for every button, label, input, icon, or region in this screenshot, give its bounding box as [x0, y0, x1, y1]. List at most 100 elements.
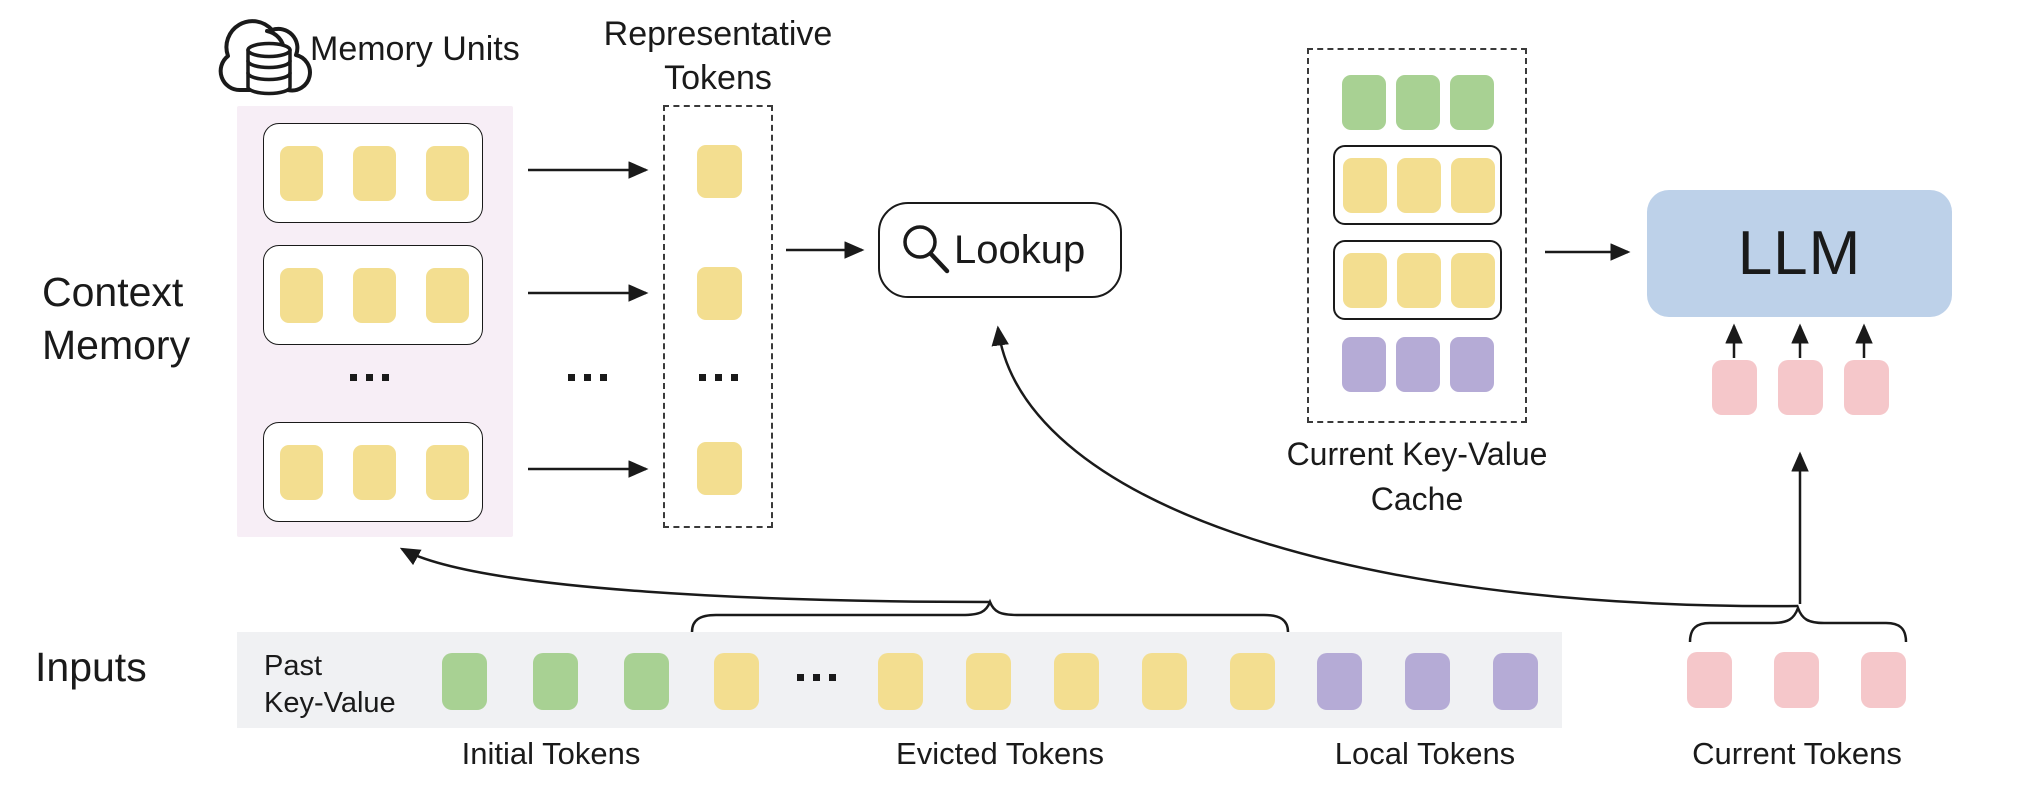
ellipsis-dot — [715, 374, 722, 381]
llm-input-tokens — [1712, 360, 1889, 415]
kv-token — [697, 442, 742, 495]
kv-token — [1230, 653, 1275, 710]
kv-token — [1397, 157, 1441, 213]
ellipsis-dot — [731, 374, 738, 381]
kv-token — [1343, 157, 1387, 213]
kv-token — [1778, 360, 1823, 415]
kv-token — [1405, 653, 1450, 710]
kv-token — [1054, 653, 1099, 710]
ellipsis-dot — [584, 374, 591, 381]
representative-tokens-box — [663, 105, 773, 528]
cache-unit-box-1 — [1333, 145, 1502, 225]
evicted-tokens-label: Evicted Tokens — [896, 736, 1104, 771]
kv-token — [1844, 360, 1889, 415]
kv-token — [697, 145, 742, 198]
kv-token — [442, 653, 487, 710]
kv-token — [714, 653, 759, 710]
inputs-label: Inputs — [35, 644, 147, 690]
past-kv-line1: Past — [264, 650, 323, 682]
kv-token — [280, 267, 323, 323]
kv-token — [353, 267, 396, 323]
evicted-tokens-brace — [690, 598, 1290, 633]
kv-token — [1342, 75, 1386, 130]
cache-label-line1: Current Key-Value — [1286, 436, 1548, 472]
lookup-label: Lookup — [954, 227, 1086, 272]
ellipsis-dot — [366, 374, 373, 381]
kv-token — [1397, 252, 1441, 308]
representative-tokens-line1: Representative — [603, 15, 833, 53]
kv-token — [426, 267, 469, 323]
kv-token — [1774, 652, 1819, 708]
kv-token — [426, 145, 469, 201]
ellipsis-dot — [813, 674, 820, 681]
kv-token — [1450, 337, 1494, 392]
ellipsis-dot — [350, 374, 357, 381]
cache-label-line2: Cache — [1370, 481, 1464, 517]
ellipsis-dot — [568, 374, 575, 381]
representative-ellipsis — [699, 374, 738, 381]
cloud-database-icon — [218, 19, 312, 96]
kv-token — [1451, 157, 1495, 213]
representative-tokens-line2: Tokens — [664, 59, 772, 97]
ellipsis-dot — [797, 674, 804, 681]
llm-label: LLM — [1737, 219, 1862, 288]
context-memory-line2: Memory — [42, 322, 191, 368]
evicted-tokens-group — [878, 653, 1275, 710]
kv-token — [1687, 652, 1732, 708]
kv-token — [426, 444, 469, 500]
representative-tokens-heading: Representative Tokens — [558, 12, 878, 100]
current-kv-cache-label: Current Key-Value Cache — [1237, 432, 1597, 522]
ellipsis-dot — [829, 674, 836, 681]
kv-token — [1493, 653, 1538, 710]
memory-unit-box-3 — [263, 422, 483, 522]
kv-token — [1317, 653, 1362, 710]
local-tokens-label: Local Tokens — [1334, 736, 1516, 771]
kv-token — [1396, 337, 1440, 392]
kv-token — [1451, 252, 1495, 308]
current-tokens-label: Current Tokens — [1692, 736, 1902, 771]
kv-token — [1142, 653, 1187, 710]
between-columns-ellipsis — [568, 374, 607, 381]
kv-token — [697, 267, 742, 320]
initial-tokens-label: Initial Tokens — [461, 736, 641, 771]
arrow-evicted-to-context-memory — [399, 547, 991, 604]
cache-unit-box-2 — [1333, 240, 1502, 320]
kv-token — [1712, 360, 1757, 415]
local-tokens-group — [1317, 653, 1538, 710]
current-tokens-group — [1687, 652, 1906, 708]
kv-token — [1342, 337, 1386, 392]
kv-token — [1343, 252, 1387, 308]
kv-token — [353, 145, 396, 201]
evicted-token-first — [714, 653, 759, 710]
llm-box: LLM — [1647, 190, 1952, 317]
kv-token — [280, 444, 323, 500]
memory-units-ellipsis — [350, 374, 389, 381]
ellipsis-dot — [382, 374, 389, 381]
evicted-ellipsis — [797, 674, 836, 681]
context-memory-line1: Context — [42, 269, 184, 315]
past-key-value-label: Past Key-Value — [264, 648, 396, 722]
kv-token — [624, 653, 669, 710]
cache-purple-row — [1342, 337, 1494, 392]
database-body — [246, 48, 292, 96]
kv-token — [878, 653, 923, 710]
kv-token — [1450, 75, 1494, 130]
past-kv-line2: Key-Value — [264, 687, 396, 719]
kv-token — [1396, 75, 1440, 130]
kv-token — [966, 653, 1011, 710]
database-top — [246, 41, 292, 59]
representative-tokens-column — [697, 145, 742, 495]
database-line-1 — [246, 59, 292, 70]
kv-token — [280, 145, 323, 201]
initial-tokens-group — [442, 653, 669, 710]
ellipsis-dot — [600, 374, 607, 381]
kv-token — [353, 444, 396, 500]
cloud-inner-arc — [265, 29, 286, 52]
context-memory-label: Context Memory — [42, 266, 190, 372]
kv-token — [1861, 652, 1906, 708]
kv-token — [533, 653, 578, 710]
cache-green-row — [1342, 75, 1494, 130]
ellipsis-dot — [699, 374, 706, 381]
cloud-outline — [218, 19, 312, 93]
